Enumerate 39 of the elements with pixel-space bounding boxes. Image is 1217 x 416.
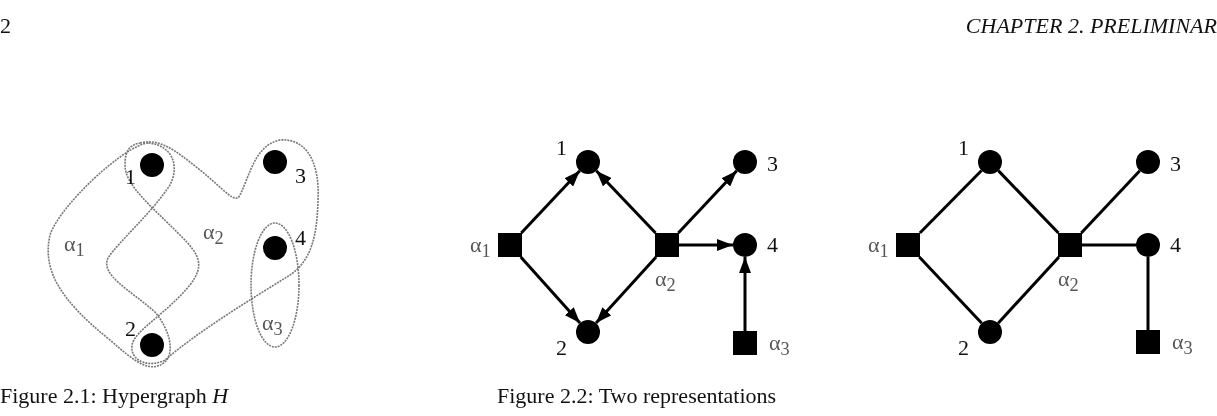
page-number: 2 bbox=[0, 14, 11, 38]
arrow bbox=[520, 169, 581, 235]
arrow bbox=[679, 239, 733, 251]
vertex-label: 1 bbox=[125, 165, 136, 189]
figure-caption: Figure 2.1: Hypergraph H bbox=[0, 384, 229, 408]
arrow bbox=[677, 169, 738, 235]
hyperedge-label: α$_{3}$ bbox=[262, 311, 283, 342]
vertex-label: 4 bbox=[1170, 233, 1181, 257]
arrow bbox=[594, 256, 658, 325]
arrow bbox=[519, 256, 582, 325]
connector-line bbox=[1146, 257, 1150, 330]
connector-line bbox=[1080, 169, 1141, 235]
vertex-label: 2 bbox=[125, 317, 136, 341]
connector-line bbox=[918, 255, 983, 325]
vertex-label: α$_{1}$ bbox=[868, 233, 889, 264]
vertex-label: 1 bbox=[958, 136, 969, 160]
connector-line bbox=[997, 169, 1060, 235]
vertex-label: 2 bbox=[958, 336, 969, 360]
vertex-label: 3 bbox=[767, 152, 778, 176]
running-header: CHAPTER 2. PRELIMINAR bbox=[965, 14, 1217, 38]
vertex-label: α$_{3}$ bbox=[769, 331, 790, 362]
vertex-label: 2 bbox=[556, 336, 567, 360]
connector-line bbox=[997, 256, 1061, 325]
vertex-label: α$_{2}$ bbox=[655, 267, 676, 298]
connector-line bbox=[918, 169, 983, 235]
vertex-label: α$_{3}$ bbox=[1172, 330, 1193, 361]
arrow bbox=[739, 257, 751, 331]
vertex-label: α$_{2}$ bbox=[1058, 267, 1079, 298]
vertex-label: 4 bbox=[767, 233, 778, 257]
vertex-label: 1 bbox=[556, 136, 567, 160]
arrow bbox=[595, 169, 657, 235]
hyperedge-label: α$_{2}$ bbox=[203, 220, 224, 251]
connector-line bbox=[1082, 243, 1136, 247]
vertex-label: 3 bbox=[295, 164, 306, 188]
hyperedge-label: α$_{1}$ bbox=[64, 232, 85, 263]
vertex-label: 4 bbox=[295, 226, 306, 250]
vertex-label: 3 bbox=[1170, 152, 1181, 176]
vertex-label: α$_{1}$ bbox=[470, 233, 491, 264]
figure-caption: Figure 2.2: Two representations bbox=[497, 384, 777, 408]
